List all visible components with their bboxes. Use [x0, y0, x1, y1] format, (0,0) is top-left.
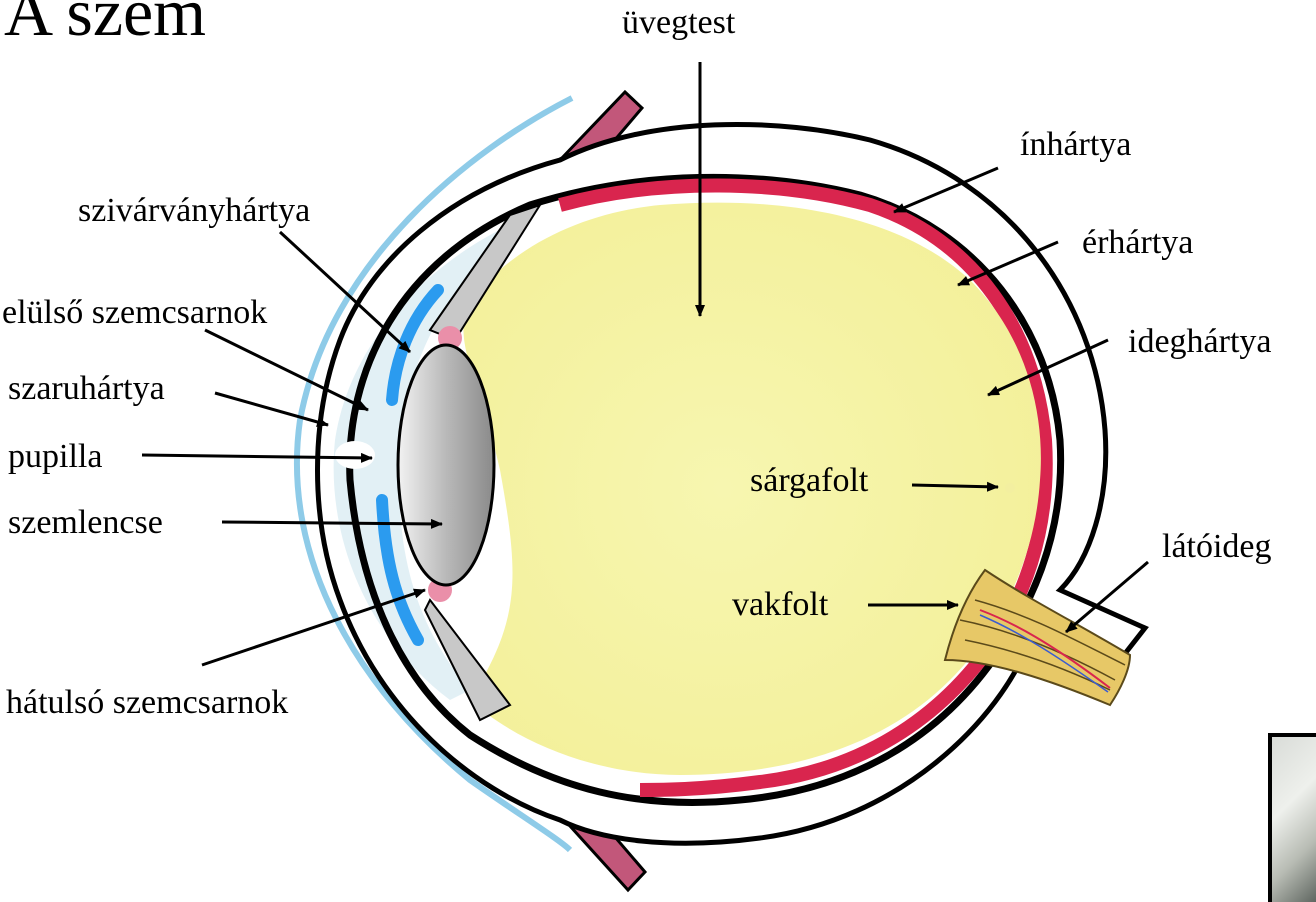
- label-szemlencse: szemlencse: [8, 506, 163, 540]
- arrow-sargafolt: [912, 485, 998, 487]
- arrow-szemlencse: [222, 522, 442, 524]
- arrow-szaruhartya: [215, 393, 328, 425]
- label-latoideg: látóideg: [1162, 530, 1272, 564]
- photo-thumbnail[interactable]: [1268, 733, 1316, 902]
- label-hatulso-szemcsarnok: hátulsó szemcsarnok: [6, 686, 288, 720]
- label-inhartya: ínhártya: [1020, 128, 1131, 162]
- pupil-opening: [335, 441, 375, 469]
- macula-dot: [1005, 483, 1015, 493]
- label-ideghartya: ideghártya: [1128, 325, 1272, 359]
- label-elulso-szemcsarnok: elülső szemcsarnok: [2, 296, 267, 330]
- label-uvegtest: üvegtest: [622, 6, 735, 40]
- label-sargafolt: sárgafolt: [750, 464, 868, 498]
- label-szaruhartya: szaruhártya: [8, 372, 165, 406]
- label-vakfolt: vakfolt: [732, 588, 828, 622]
- label-erhartya: érhártya: [1082, 226, 1193, 260]
- lens: [398, 345, 494, 585]
- label-pupilla: pupilla: [8, 440, 102, 474]
- label-szivarvanyhartya: szivárványhártya: [78, 194, 310, 228]
